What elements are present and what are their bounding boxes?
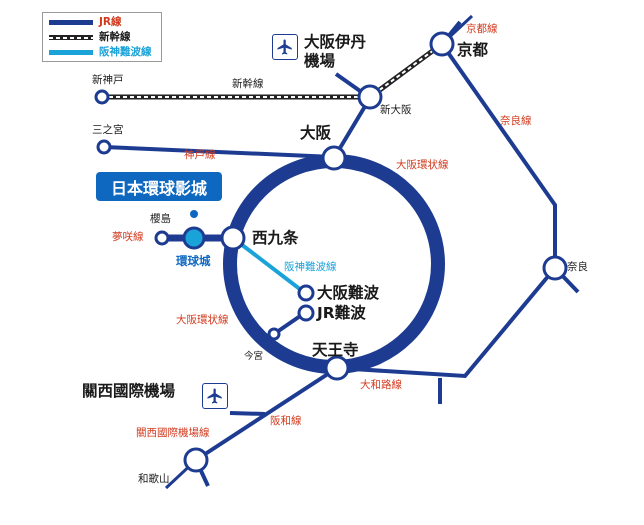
station-kyoto-label: 京都	[457, 41, 489, 59]
legend-label-jr: JR線	[99, 16, 122, 28]
station-nishikujo-label: 西九条	[252, 229, 299, 247]
station-kyoto-marker	[429, 31, 455, 57]
kobe-line	[103, 145, 335, 159]
station-shin-osaka-label: 新大阪	[380, 104, 412, 116]
line-label-hanwa: 阪和線	[270, 415, 302, 427]
station-sannomiya-label: 三之宮	[92, 124, 124, 136]
station-jr-namba-marker	[297, 304, 315, 322]
line-label-shinkansen: 新幹線	[232, 78, 264, 90]
hanwa-line	[194, 366, 339, 462]
line-label-yamatoji: 大和路線	[360, 379, 402, 391]
legend-swatch-hanshin	[49, 50, 93, 55]
kansai-airport-branch	[229, 411, 266, 416]
station-nara-marker	[542, 255, 568, 281]
line-label-nara-upper: 奈良線	[500, 115, 532, 127]
station-tennoji-marker	[324, 355, 350, 381]
line-label-kansai-airport: 關西國際機場線	[136, 427, 210, 439]
station-osaka-namba-label: 大阪難波	[317, 284, 380, 302]
map-legend: JR線 新幹線 阪神難波線	[42, 12, 162, 62]
station-universal-city-marker	[182, 226, 206, 250]
station-wakayama-label: 和歌山	[138, 473, 170, 485]
legend-row-hanshin: 阪神難波線	[49, 45, 159, 59]
legend-label-shinkansen: 新幹線	[99, 31, 131, 43]
itami-airport-label: 大阪伊丹 機場	[304, 33, 367, 71]
usj-pointer-dot	[190, 210, 198, 218]
legend-swatch-shinkansen	[49, 35, 93, 40]
station-imamiya-marker	[267, 327, 281, 341]
line-label-kyoto: 京都線	[466, 23, 498, 35]
station-imamiya-label: 今宮	[244, 351, 264, 362]
station-wakayama-marker	[183, 447, 209, 473]
station-sakurajima-label: 櫻島	[150, 213, 171, 225]
nara-line	[440, 42, 557, 268]
line-label-hanshin-namba: 阪神難波線	[284, 261, 337, 273]
station-shin-osaka-marker	[357, 84, 383, 110]
yamatoji-line	[336, 266, 557, 379]
legend-row-shinkansen: 新幹線	[49, 30, 159, 44]
station-osaka-marker	[321, 145, 347, 171]
station-sakurajima-marker	[154, 230, 170, 246]
station-osaka-namba-marker	[297, 284, 315, 302]
airplane-icon	[202, 383, 228, 409]
hanshin-namba-line	[231, 236, 307, 295]
line-label-osaka-loop-upper: 大阪環状線	[396, 159, 449, 171]
station-nishikujo-marker	[220, 225, 246, 251]
station-shin-kobe-marker	[94, 89, 110, 105]
station-osaka-label: 大阪	[300, 124, 332, 142]
station-nara-label: 奈良	[567, 261, 588, 273]
line-label-kobe: 神戸線	[184, 149, 216, 161]
line-label-osaka-loop-lower: 大阪環状線	[176, 314, 229, 326]
legend-label-hanshin: 阪神難波線	[99, 46, 152, 58]
usj-label-box: 日本環球影城	[96, 172, 222, 201]
line-label-yumesaki: 夢咲線	[112, 231, 144, 243]
kansai-airport-label: 關西國際機場	[82, 382, 176, 400]
station-tennoji-label: 天王寺	[312, 341, 359, 359]
station-sannomiya-marker	[96, 139, 112, 155]
legend-swatch-jr	[49, 20, 93, 25]
station-universal-city-label: 環球城	[176, 254, 211, 268]
airplane-icon	[272, 34, 298, 60]
station-shin-kobe-label: 新神戸	[92, 74, 124, 86]
legend-row-jr: JR線	[49, 15, 159, 29]
station-jr-namba-label: JR難波	[317, 304, 366, 322]
